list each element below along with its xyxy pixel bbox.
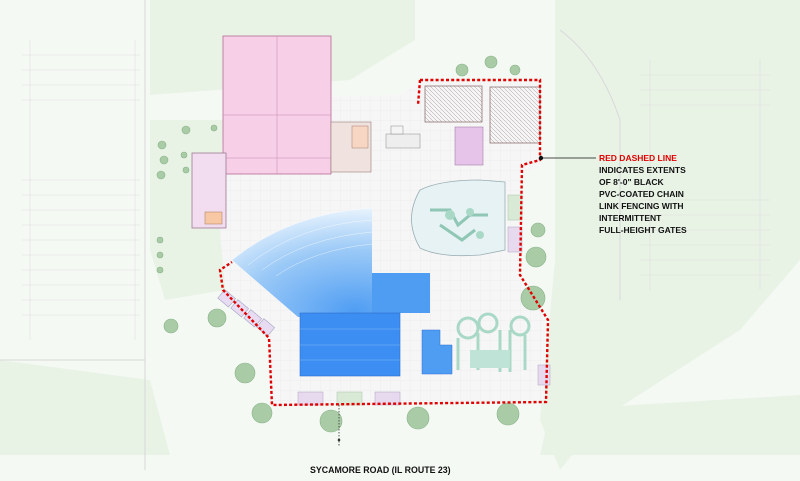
plunge-pool: [421, 329, 453, 375]
parking-lot-east: [640, 60, 770, 290]
competition-pool: [299, 312, 401, 377]
deck-chairs: [297, 194, 551, 406]
shade-structure-west: [424, 85, 483, 123]
access-drive: [0, 0, 621, 470]
perimeter-fence-line: [218, 78, 550, 407]
water-slides: [456, 312, 531, 372]
trees: [156, 55, 547, 433]
legend-line-3: PVC-COATED CHAIN: [599, 189, 684, 199]
concession-building: [330, 121, 421, 173]
mechanical-building: [191, 152, 227, 229]
legend-line-6: FULL-HEIGHT GATES: [599, 225, 687, 235]
legend-line-1: INDICATES EXTENTS: [599, 165, 686, 175]
legend-line-4: LINK FENCING WITH: [599, 201, 684, 211]
splash-pad: [411, 179, 506, 257]
legend-line-5: INTERMITTENT: [599, 213, 662, 223]
leisure-pool: [231, 207, 430, 317]
shade-structure-east: [489, 86, 541, 144]
fence-legend-note: RED DASHED LINE INDICATES EXTENTS OF 8'-…: [599, 153, 687, 235]
legend-title: RED DASHED LINE: [599, 153, 677, 163]
legend-line-2: OF 8'-0" BLACK: [599, 177, 664, 187]
entry-gate-marker: [337, 405, 341, 447]
legend-leader: [538, 155, 596, 161]
parking-lot-west: [22, 40, 140, 340]
road-label: SYCAMORE ROAD (IL ROUTE 23): [310, 465, 451, 475]
party-pavilion: [454, 126, 484, 166]
cabanas: [217, 289, 275, 337]
bathhouse-building: [222, 35, 332, 175]
